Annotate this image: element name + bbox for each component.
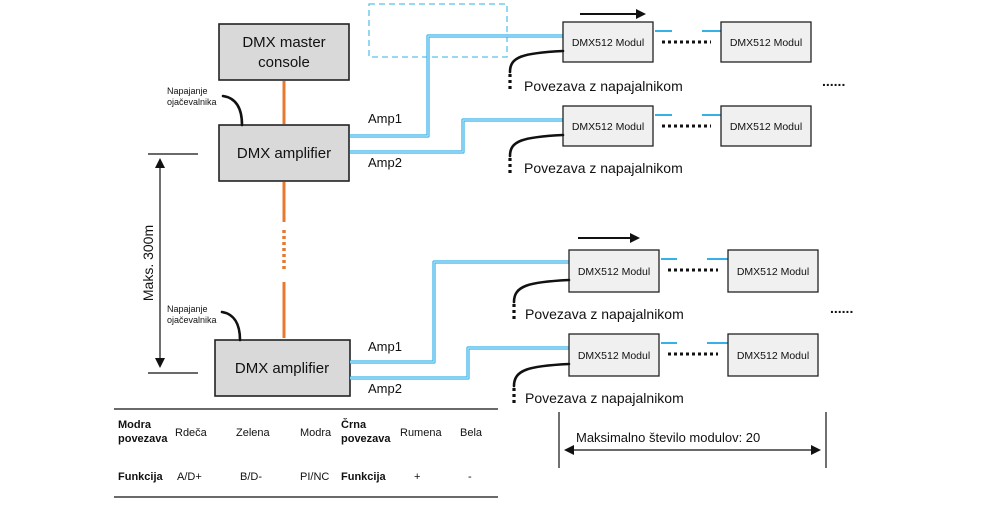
svg-text:DMX512 Modul: DMX512 Modul — [730, 121, 802, 133]
selection-dashed-frame — [368, 3, 508, 58]
module-row-1: DMX512 Modul DMX512 Modul Povezava z nap… — [508, 9, 812, 94]
module-row-2: DMX512 Modul DMX512 Modul Povezava z nap… — [508, 105, 812, 176]
module-row2-power-label: Povezava z napajalnikom — [524, 160, 683, 176]
module-row2-first: DMX512 Modul — [562, 105, 654, 147]
dmx-amplifier-2: DMX amplifier — [214, 339, 351, 397]
module-row3-first: DMX512 Modul — [568, 249, 660, 293]
table-white-function: - — [468, 471, 472, 483]
module-row4-last: DMX512 Modul — [727, 333, 819, 377]
amp2-power-label-line2: ojačevalnika — [167, 315, 217, 325]
master-label-line2: console — [258, 54, 310, 71]
module-row2-power-lead — [508, 133, 565, 158]
dmx-amplifier-1: DMX amplifier — [218, 124, 350, 182]
table-blue-header: Modra — [300, 427, 332, 439]
module-row-4: DMX512 Modul DMX512 Modul Povezava z nap… — [512, 333, 819, 406]
module-row4-power-lead — [512, 362, 571, 388]
amp2-label-lower: Amp2 — [368, 381, 402, 396]
svg-text:DMX512 Modul: DMX512 Modul — [572, 121, 644, 133]
module-row4-first: DMX512 Modul — [568, 333, 660, 377]
max-modules-label: Maksimalno število modulov: 20 — [576, 430, 760, 445]
amp1-label-lower: Amp1 — [368, 339, 402, 354]
module-row1-last: DMX512 Modul — [720, 21, 812, 63]
table-blue-function: PI/NC — [300, 471, 329, 483]
amplifier-2-label: DMX amplifier — [235, 360, 329, 377]
module-row3-power-label: Povezava z napajalnikom — [525, 306, 684, 322]
module-row3-power-lead — [512, 278, 571, 304]
module-row1-power-lead — [508, 49, 565, 74]
table-yellow-function: + — [414, 471, 420, 483]
dmx-master-console: DMX master console — [218, 23, 350, 81]
amp2-power-lead — [220, 310, 242, 342]
svg-text:DMX512 Modul: DMX512 Modul — [730, 37, 802, 49]
module-row1-power-label: Povezava z napajalnikom — [524, 78, 683, 94]
amp2-label-upper: Amp2 — [368, 155, 402, 170]
svg-text:DMX512 Modul: DMX512 Modul — [572, 37, 644, 49]
table-yellow-header: Rumena — [400, 427, 442, 439]
module-row4-power-label: Povezava z napajalnikom — [525, 390, 684, 406]
table-red-header: Rdeča — [175, 427, 208, 439]
svg-text:DMX512 Modul: DMX512 Modul — [578, 350, 650, 362]
amp1-power-label-line2: ojačevalnika — [167, 97, 217, 107]
svg-text:DMX512 Modul: DMX512 Modul — [578, 266, 650, 278]
module-row-3: DMX512 Modul DMX512 Modul Povezava z nap… — [512, 233, 819, 322]
svg-text:DMX512 Modul: DMX512 Modul — [737, 266, 809, 278]
module-row3-last: DMX512 Modul — [727, 249, 819, 293]
wiring-table: Modra povezava Rdeča Zelena Modra Črna p… — [114, 408, 498, 498]
module-row1-first: DMX512 Modul — [562, 21, 654, 63]
table-red-function: A/D+ — [177, 471, 202, 483]
table-blue-header-line1: Modra — [118, 419, 152, 431]
table-green-header: Zelena — [236, 427, 271, 439]
upper-amp2-cable — [350, 118, 563, 154]
table-blue-header-line2: povezava — [118, 433, 168, 445]
more-modules-dots-lower: ...... — [830, 300, 853, 316]
direction-arrowhead-row1 — [636, 9, 646, 19]
max-modules-marker: Maksimalno število modulov: 20 — [558, 412, 827, 468]
table-black-header-line2: povezava — [341, 433, 391, 445]
table-white-header: Bela — [460, 427, 483, 439]
amplifier-1-label: DMX amplifier — [237, 145, 331, 162]
amp1-power-lead — [221, 94, 244, 127]
upper-amp1-cable — [350, 34, 563, 138]
module-row2-last: DMX512 Modul — [720, 105, 812, 147]
lower-amp2-cable — [350, 346, 569, 380]
amp2-power-label-line1: Napajanje — [167, 304, 208, 314]
amp1-label-upper: Amp1 — [368, 111, 402, 126]
direction-arrowhead-row3 — [630, 233, 640, 243]
table-black-header-line1: Črna — [341, 418, 367, 431]
max-distance-label: Maks. 300m — [140, 225, 156, 301]
lower-amp1-cable — [350, 260, 569, 364]
max-distance-marker: Maks. 300m — [140, 153, 198, 374]
table-green-function: B/D- — [240, 471, 262, 483]
more-modules-dots-upper: ...... — [822, 73, 845, 89]
table-function-label-right: Funkcija — [341, 471, 387, 483]
master-label-line1: DMX master — [242, 34, 325, 51]
svg-text:DMX512 Modul: DMX512 Modul — [737, 350, 809, 362]
table-function-label-left: Funkcija — [118, 471, 164, 483]
amp1-power-label-line1: Napajanje — [167, 86, 208, 96]
